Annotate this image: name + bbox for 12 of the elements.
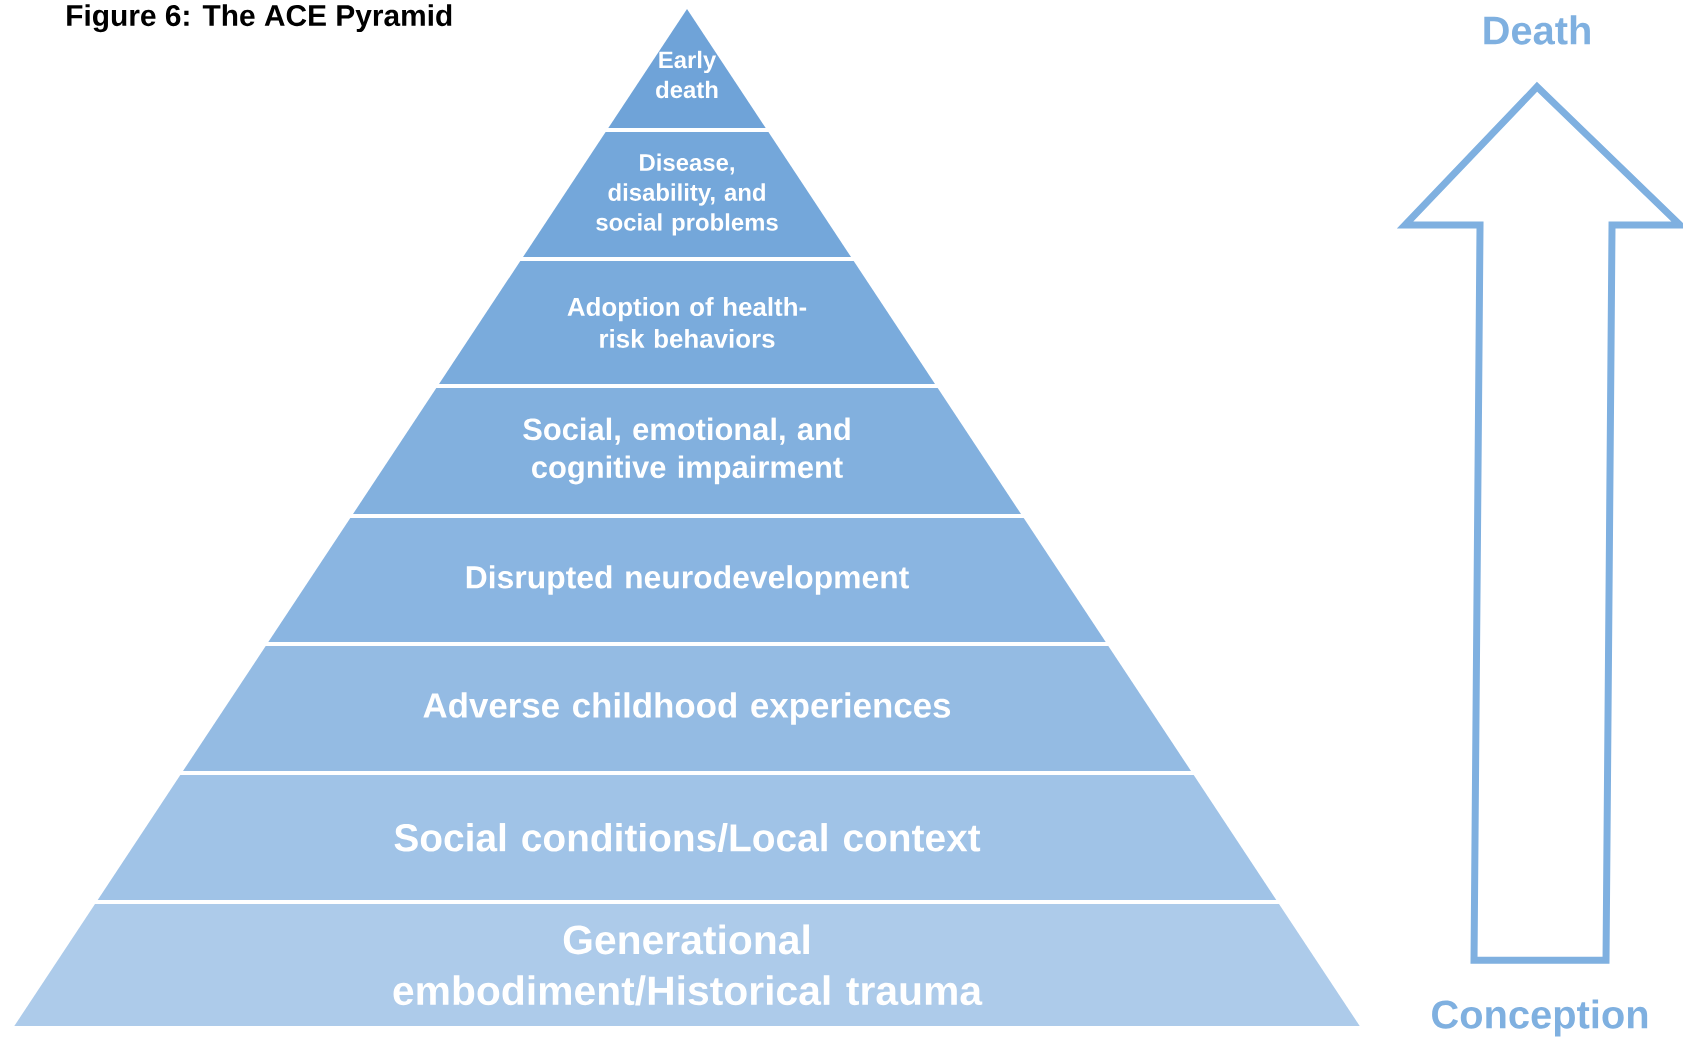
- pyramid-band: Adverse childhood experiences: [183, 646, 1191, 771]
- pyramid-band: Disease, disability, and social problems: [523, 132, 851, 257]
- hollow-arrow: [1396, 81, 1683, 964]
- pyramid-band: Early death: [608, 9, 766, 128]
- pyramid-band: Disrupted neurodevelopment: [268, 518, 1106, 642]
- axis-label: Death: [1484, 15, 1590, 45]
- pyramid-band: Generational embodiment/Historical trauma: [14, 904, 1360, 1026]
- axis-label: Conception: [1432, 999, 1648, 1037]
- pyramid-band: Social, emotional, and cognitive impairment: [353, 388, 1021, 514]
- figure-title: Figure 6: The ACE Pyramid: [67, 4, 452, 33]
- pyramid-band: Social conditions/Local context: [97, 775, 1277, 900]
- pyramid-band: Adoption of health-risk behaviors: [439, 261, 935, 384]
